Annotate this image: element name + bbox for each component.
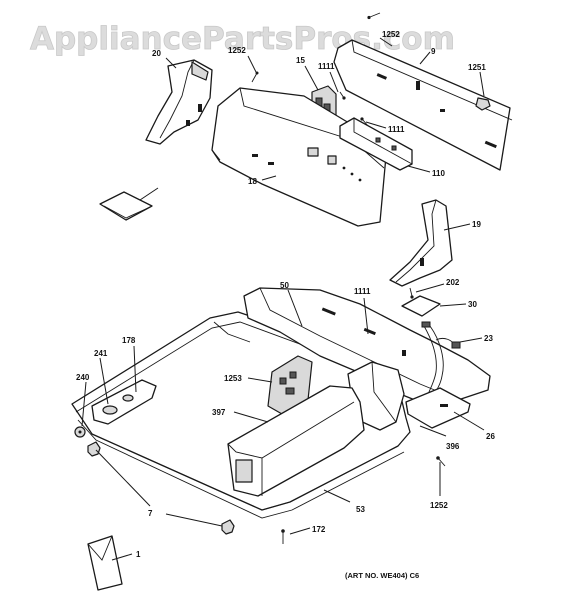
art-number: (ART NO. WE404) C6 — [345, 571, 419, 580]
part-30-cover-plate — [401, 295, 441, 317]
part-1252-screw-top — [367, 12, 381, 20]
callout-1111-c: 1111 — [354, 287, 371, 296]
callout-1111-a: 1111 — [318, 62, 335, 71]
callout-241: 241 — [94, 349, 108, 358]
callout-110: 110 — [432, 169, 445, 178]
callout-1253: 1253 — [224, 374, 242, 383]
part-241-front-panel — [91, 379, 157, 425]
part-110-bracket — [339, 117, 413, 171]
part-240-knob — [74, 426, 86, 438]
part-1253-control-board — [267, 355, 313, 415]
callout-1252-top: 1252 — [382, 30, 400, 39]
callout-172: 172 — [312, 525, 326, 534]
part-9-back-panel — [333, 39, 513, 171]
callout-23: 23 — [484, 334, 493, 343]
leader-lines — [81, 37, 485, 561]
part-1111-screw-a — [339, 91, 346, 100]
callout-178: 178 — [122, 336, 136, 345]
part-19-right-end-cap — [389, 199, 453, 287]
watermark-text: AppliancePartsPros.com — [30, 21, 455, 57]
callout-397: 397 — [212, 408, 226, 417]
part-literature-card — [99, 187, 159, 221]
callout-1252-a: 1252 — [228, 46, 246, 55]
callout-53: 53 — [356, 505, 365, 514]
callout-1251: 1251 — [468, 63, 486, 72]
callout-240: 240 — [76, 373, 90, 382]
part-1252-screw-b — [436, 456, 446, 467]
part-1252-screw-a — [251, 71, 259, 83]
part-397-duct — [227, 385, 365, 497]
callout-30: 30 — [468, 300, 477, 309]
callout-labels: 20 1252 15 1111 1252 9 1251 1111 110 18 … — [76, 30, 495, 559]
part-20-left-end-cap — [145, 59, 213, 145]
callout-1111-b: 1111 — [388, 125, 405, 134]
callout-1: 1 — [136, 550, 141, 559]
part-172-screw — [281, 529, 285, 544]
callout-50: 50 — [280, 281, 289, 290]
callout-18: 18 — [248, 177, 257, 186]
callout-7: 7 — [148, 509, 153, 518]
callout-20: 20 — [152, 49, 161, 58]
part-7-foot-rear — [221, 519, 235, 535]
callout-26: 26 — [486, 432, 495, 441]
callout-396: 396 — [446, 442, 460, 451]
part-7-foot-front — [87, 441, 101, 457]
part-26-mount-plate — [405, 387, 471, 429]
callout-19: 19 — [472, 220, 481, 229]
callout-9: 9 — [431, 47, 436, 56]
part-1251-clip — [475, 97, 491, 111]
part-53-base-chassis — [71, 311, 411, 519]
callout-202: 202 — [446, 278, 460, 287]
part-1-manual — [87, 535, 123, 591]
part-18-control-panel — [211, 87, 387, 227]
part-202-screw — [409, 287, 414, 299]
callout-15: 15 — [296, 56, 305, 65]
part-50-rear-frame — [243, 287, 491, 403]
callout-1252-b: 1252 — [430, 501, 448, 510]
